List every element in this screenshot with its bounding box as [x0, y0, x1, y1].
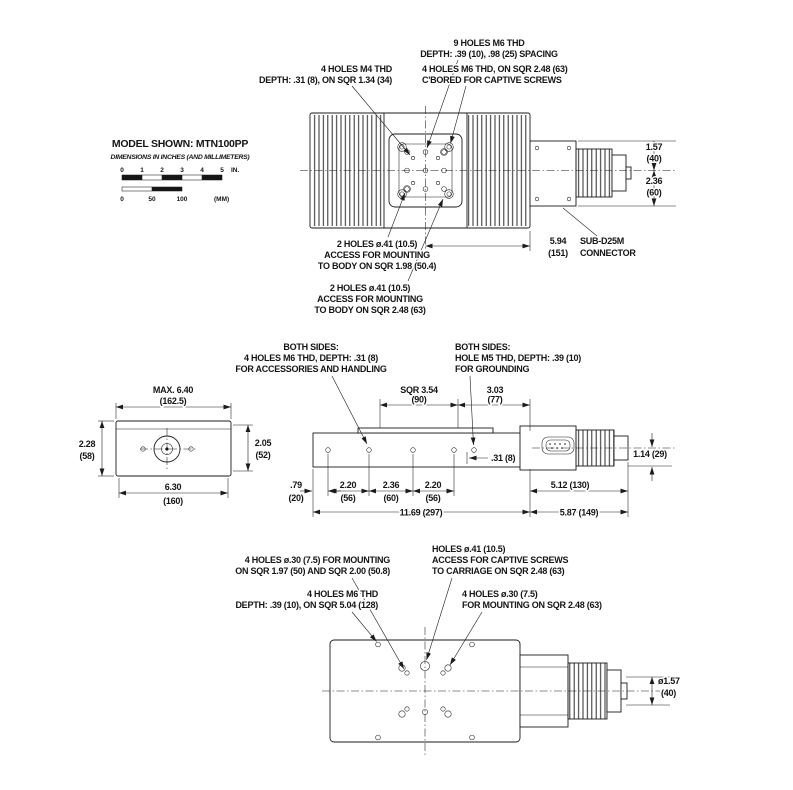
label-both-sides-left-line3: FOR ACCESSORIES AND HANDLING [235, 364, 387, 374]
scale-unit-mm: (MM) [214, 196, 229, 203]
end-view: MAX. 6.40 (162.5) 2.28 (58) 2.05 (52) 6.… [77, 384, 273, 508]
dim-2-05-mm: (52) [255, 450, 270, 460]
label-access-198-line1: 2 HOLES ø.41 (10.5) [337, 239, 418, 249]
label-m4-line1: 4 HOLES M4 THD [321, 64, 393, 74]
dim-sqr-3-54-mm: (90) [411, 395, 426, 405]
carriage-plate-side [357, 427, 494, 434]
label-mount-sqr50-line2: ON SQR 1.97 (50) AND SQR 2.00 (50.8) [235, 566, 390, 576]
grounding-hole [471, 447, 477, 453]
label-access-captive-line1: HOLES ø.41 (10.5) [432, 544, 506, 554]
label-access-198-line2: ACCESS FOR MOUNTING [324, 250, 430, 260]
label-both-sides-right-line3: FOR GROUNDING [455, 364, 529, 374]
label-9-holes-line2: DEPTH: .39 (10), .98 (25) SPACING [420, 49, 558, 59]
dim-max-6-40: MAX. 6.40 [153, 385, 194, 395]
motor-body-top [576, 149, 612, 197]
label-access-captive-line2: ACCESS FOR CAPTIVE SCREWS [432, 555, 569, 565]
scale-bar-mm: 0 50 100 (MM) [120, 186, 229, 203]
top-view: 9 HOLES M6 THD DEPTH: .39 (10), .98 (25)… [257, 37, 676, 317]
dim-1-57-mm: (40) [646, 154, 661, 164]
label-m4-line2: DEPTH: .31 (8), ON SQR 1.34 (34) [259, 75, 392, 85]
label-connector-line1: SUB-D25M [580, 236, 624, 246]
dim-dia-1-57: ø1.57 [658, 676, 680, 686]
dim-max-6-40-mm: (162.5) [160, 396, 187, 406]
scale-tick: 2 [160, 167, 164, 174]
dim-dia-1-57-mm: (40) [661, 688, 676, 698]
connector-housing-top [529, 140, 577, 207]
label-access-captive-line3: TO CARRIAGE ON SQR 2.48 (63) [432, 566, 565, 576]
scale-tick: 50 [148, 196, 156, 203]
stage-body-side [312, 432, 531, 468]
dim-3-03-mm: (77) [487, 395, 502, 405]
dim-1-57: 1.57 [646, 142, 663, 152]
dim-1-14: 1.14 (29) [633, 449, 667, 459]
dim-2-28: 2.28 [79, 439, 96, 449]
stage-body-end [115, 420, 232, 477]
dim-2-20-a-mm: (56) [340, 493, 355, 503]
scale-tick: 3 [180, 167, 184, 174]
dim-2-36-side: 2.36 [383, 480, 400, 490]
label-mount-sqr50-line1: 4 HOLES ø.30 (7.5) FOR MOUNTING [245, 555, 391, 565]
dim-2-28-mm: (58) [79, 451, 94, 461]
label-access-198-line3: TO BODY ON SQR 1.98 (50.4) [318, 261, 436, 271]
dim-0-79-mm: (20) [288, 493, 303, 503]
label-m6-sqr128-line2: DEPTH: .39 (10), ON SQR 5.04 (128) [235, 600, 378, 610]
dim-2-36-side-mm: (60) [383, 493, 398, 503]
label-access-248-line1: 2 HOLES ø.41 (10.5) [330, 283, 411, 293]
scale-tick: 100 [177, 196, 188, 203]
scale-tick: 1 [140, 167, 144, 174]
dim-6-30: 6.30 [165, 482, 182, 492]
dim-5-12: 5.12 (130) [551, 480, 590, 490]
label-9-holes-line1: 9 HOLES M6 THD [453, 38, 525, 48]
dim-11-69: 11.69 (297) [400, 508, 443, 518]
label-m6-cbored-line1: 4 HOLES M6 THD, ON SQR 2.48 (63) [422, 64, 568, 74]
dim-2-20-b: 2.20 [425, 480, 442, 490]
dim-5-94-mm: (151) [548, 248, 568, 258]
label-m6-sqr128-line1: 4 HOLES M6 THD [307, 589, 379, 599]
label-connector-line2: CONNECTOR [580, 248, 636, 258]
dim-2-20-a: 2.20 [340, 480, 357, 490]
label-both-sides-right-line2: HOLE M5 THD, DEPTH: .39 (10) [455, 353, 581, 363]
dim-5-87: 5.87 (149) [560, 508, 599, 518]
bottom-view: 4 HOLES ø.30 (7.5) FOR MOUNTING ON SQR 1… [234, 543, 682, 757]
motor-endcap-top [611, 154, 627, 192]
dim-2-36-mm: (60) [646, 188, 661, 198]
label-m6-cbored-line2: C'BORED FOR CAPTIVE SCREWS [422, 75, 562, 85]
legend: MODEL SHOWN: MTN100PP DIMENSIONS IN INCH… [109, 137, 252, 204]
dim-0-79: .79 [290, 480, 302, 490]
scale-tick: 0 [120, 196, 124, 203]
label-access-248-line3: TO BODY ON SQR 2.48 (63) [314, 305, 425, 315]
label-mount-sqr63-line2: FOR MOUNTING ON SQR 2.48 (63) [462, 600, 602, 610]
dim-0-31: .31 (8) [491, 453, 516, 463]
dimensions-note: DIMENSIONS IN INCHES (AND MILLIMETERS) [111, 154, 251, 161]
scale-unit-in: IN. [231, 167, 240, 174]
dim-2-20-b-mm: (56) [425, 493, 440, 503]
model-title: MODEL SHOWN: MTN100PP [112, 138, 249, 150]
label-mount-sqr63-line1: 4 HOLES ø.30 (7.5) [462, 589, 538, 599]
sub-d25-connector [541, 436, 575, 455]
scale-tick: 5 [220, 167, 224, 174]
label-access-248-line2: ACCESS FOR MOUNTING [317, 294, 423, 304]
label-both-sides-right-line1: BOTH SIDES: [455, 342, 511, 352]
scale-tick: 0 [120, 167, 124, 174]
label-both-sides-left-line1: BOTH SIDES: [283, 342, 339, 352]
dim-6-30-mm: (160) [163, 496, 183, 506]
dim-5-94: 5.94 [550, 236, 567, 246]
side-view: SQR 3.54 (90) 3.03 (77) BOTH SIDES: 4 HO… [234, 341, 676, 519]
dim-2-05: 2.05 [255, 438, 272, 448]
dim-2-36: 2.36 [646, 176, 663, 186]
label-both-sides-left-line2: 4 HOLES M6 THD, DEPTH: .31 (8) [244, 353, 378, 363]
dim-sqr-3-54: SQR 3.54 [400, 385, 438, 395]
scale-bar-inches: 0 1 2 3 4 5 IN. [120, 167, 240, 181]
dim-3-03: 3.03 [487, 385, 504, 395]
scale-tick: 4 [200, 167, 204, 174]
